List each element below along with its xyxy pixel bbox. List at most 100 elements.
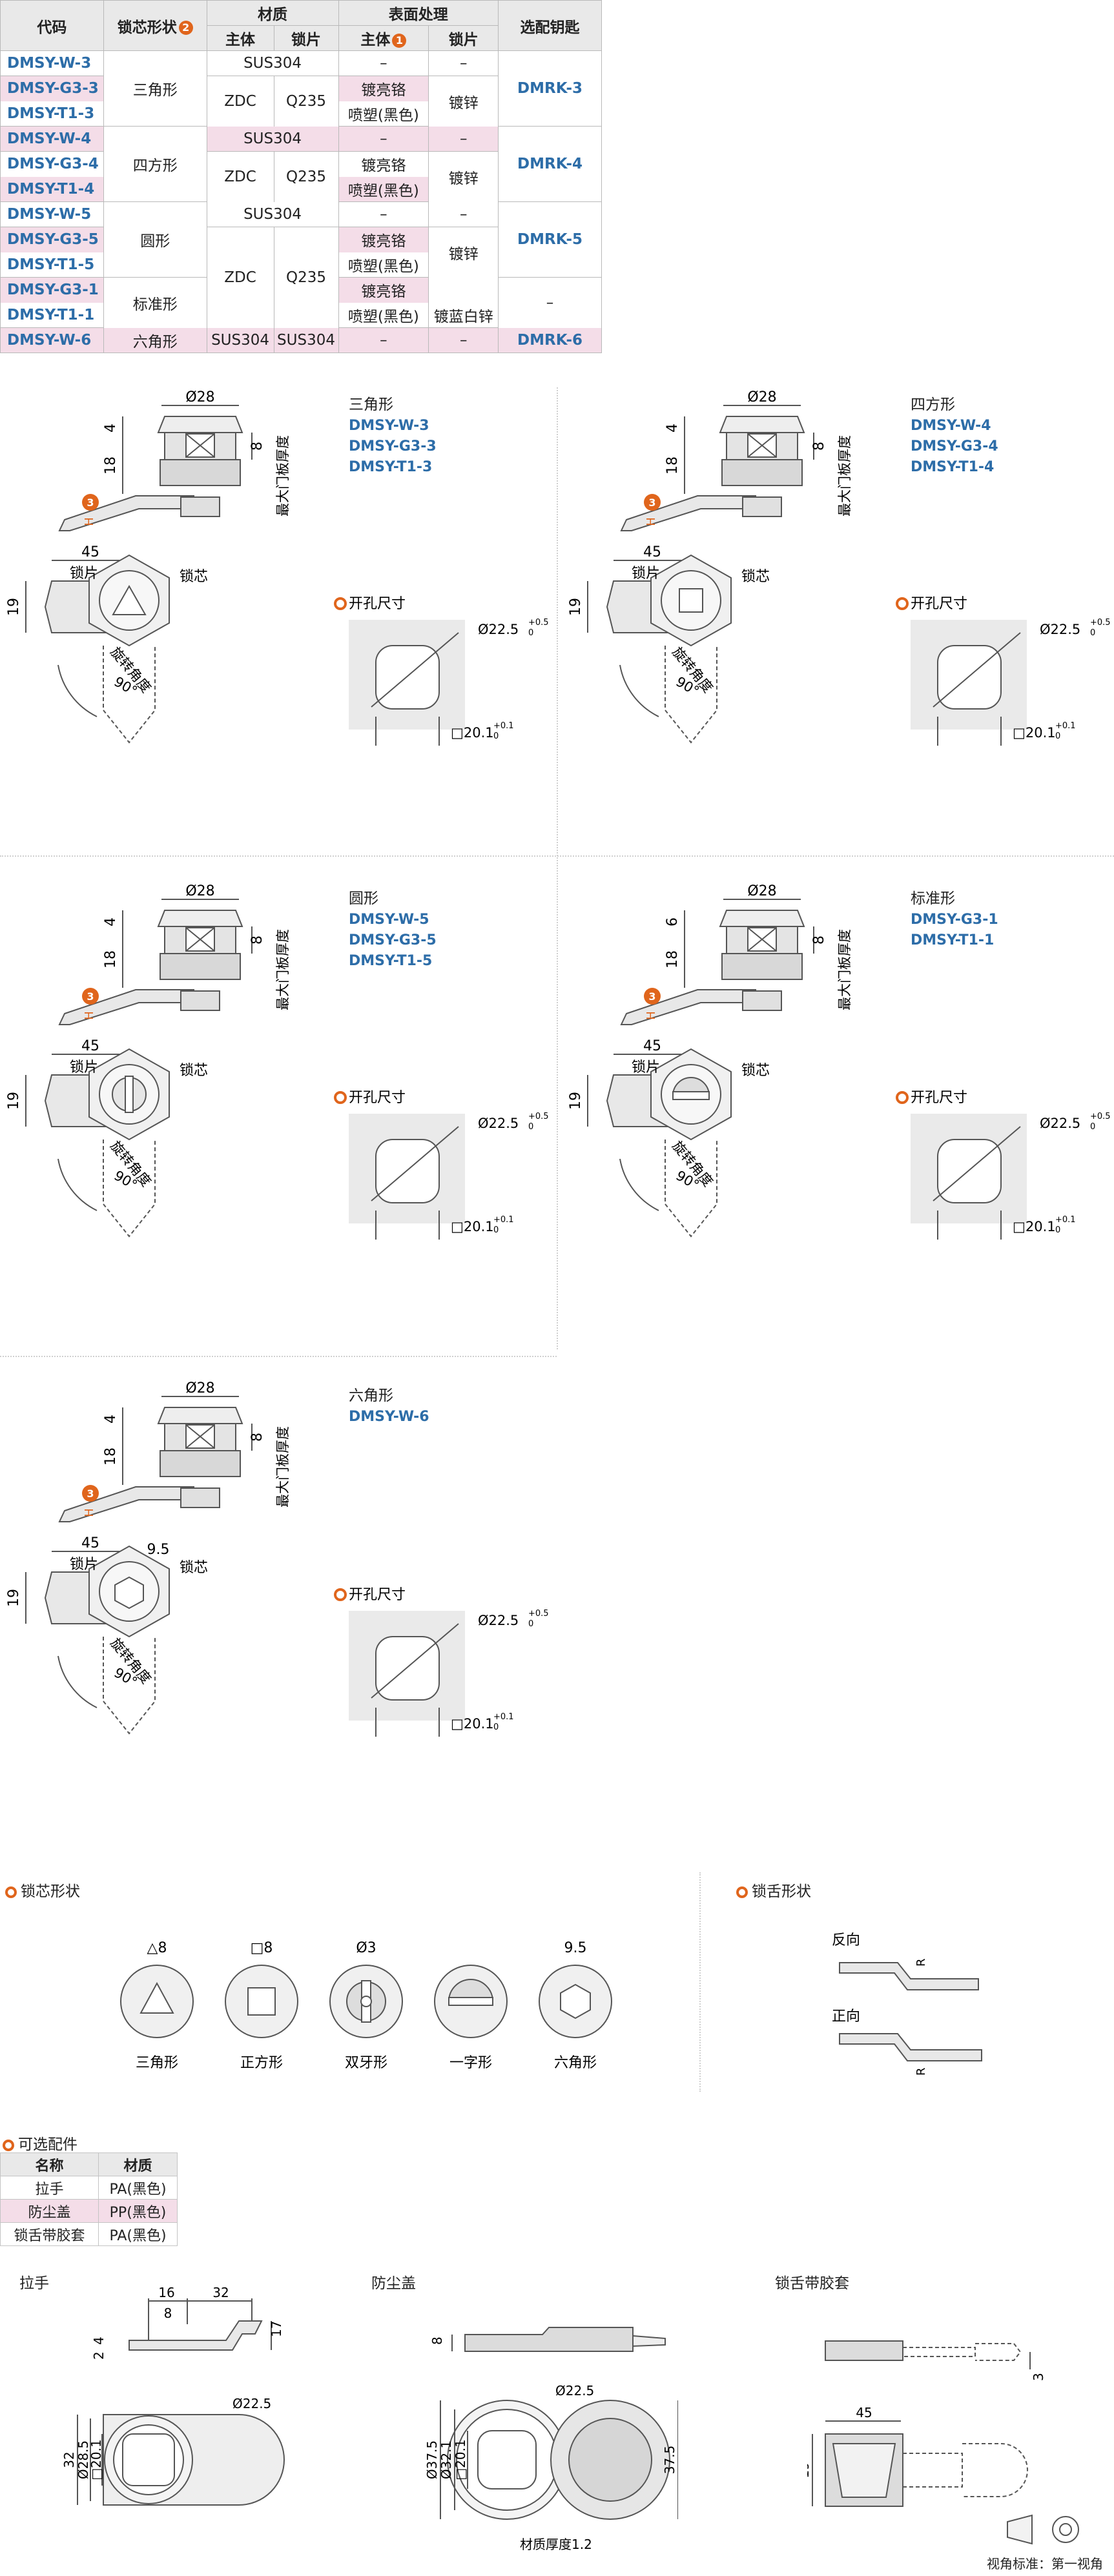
dim-diameter: Ø28	[747, 389, 776, 405]
variant-code: DMSY-G3-3	[349, 438, 437, 455]
svg-text:一字形: 一字形	[449, 2055, 492, 2071]
svg-text:18: 18	[665, 950, 681, 968]
plate-label: 锁片	[70, 566, 98, 582]
svg-text:0: 0	[493, 1722, 499, 1732]
svg-text:8: 8	[249, 442, 265, 451]
svg-text:45: 45	[81, 1038, 99, 1054]
surface-badge-icon: 1	[392, 33, 407, 48]
svg-text:3: 3	[87, 496, 94, 509]
table-row: DMSY-W-4 四方形 SUS304 – – DMRK-4	[0, 126, 602, 202]
svg-text:3: 3	[648, 496, 655, 509]
sleeve-figure: 3 45 19	[807, 2340, 1046, 2507]
svg-text:0: 0	[1090, 1122, 1095, 1132]
core-shape-dim: △8	[147, 1940, 167, 1956]
tongue-shapes-figure: 反向 R 正向 R	[832, 1932, 982, 2076]
svg-text:3: 3	[648, 990, 655, 1003]
tongue-reverse-label: 反向	[832, 1932, 860, 1948]
variant-code: DMSY-G3-4	[911, 438, 998, 455]
svg-text:□20.1: □20.1	[88, 2439, 104, 2480]
table-row: DMSY-G3-4 ZDC Q235 镀亮铬 镀锌	[0, 151, 602, 202]
svg-text:4: 4	[665, 424, 681, 433]
svg-text:45: 45	[81, 544, 99, 560]
variant-title: 三角形	[349, 396, 393, 413]
svg-text:Ø22.5: Ø22.5	[1040, 1116, 1080, 1131]
table-row: DMSY-T1-3 喷塑(黑色)	[0, 101, 602, 127]
svg-text:8: 8	[249, 1433, 265, 1442]
core-shapes-title: 锁芯形状	[5, 1879, 80, 1901]
variant-code: DMSY-T1-4	[911, 459, 995, 475]
svg-text:3: 3	[87, 990, 94, 1003]
section-marker-icon	[334, 597, 347, 610]
th-material-body: 主体	[206, 25, 274, 51]
svg-text:□20.1: □20.1	[451, 725, 494, 741]
svg-text:18: 18	[665, 456, 681, 475]
h-badge-icon	[82, 1485, 99, 1502]
th-surface: 表面处理	[338, 0, 499, 26]
svg-text:R: R	[914, 2067, 928, 2076]
view-standard-label: 视角标准：第一视角	[987, 2556, 1103, 2571]
svg-text:19: 19	[568, 598, 584, 616]
svg-text:32: 32	[61, 2451, 77, 2468]
svg-text:+0.5: +0.5	[528, 1112, 549, 1121]
svg-text:0: 0	[1090, 628, 1095, 638]
variant-code: DMSY-G3-5	[349, 932, 437, 948]
table-row: DMSY-T1-5 喷塑(黑色)	[0, 252, 602, 278]
svg-text:Ø32.1: Ø32.1	[438, 2440, 454, 2479]
core-shape-triangle: △8 三角形	[120, 1940, 194, 2071]
svg-text:+0.5: +0.5	[1090, 618, 1111, 628]
shape-badge-icon: 2	[178, 21, 193, 35]
variant-code: DMSY-W-6	[349, 1409, 429, 1425]
svg-text:8: 8	[164, 2305, 172, 2321]
core-shape-hexagon: 9.5 六角形	[539, 1940, 612, 2071]
svg-text:□20.1: □20.1	[451, 1716, 494, 1732]
dim-diameter: Ø28	[185, 883, 214, 899]
plate-label: 锁片	[632, 1059, 660, 1076]
svg-text:H: H	[645, 1011, 658, 1020]
dim-diameter: Ø28	[747, 883, 776, 899]
svg-text:+0.1: +0.1	[1055, 721, 1076, 731]
cutout-label: 开孔尺寸	[911, 1090, 967, 1106]
svg-text:19: 19	[807, 2462, 812, 2478]
svg-text:正方形: 正方形	[240, 2055, 283, 2071]
svg-text:18: 18	[103, 456, 119, 475]
section-marker-icon	[896, 1091, 909, 1104]
plate-label: 锁片	[70, 1557, 98, 1573]
table-row: DMSY-G3-5 ZDC Q235 镀亮铬 镀锌	[0, 227, 602, 328]
svg-text:Ø28.5: Ø28.5	[76, 2440, 91, 2479]
divider	[699, 1872, 701, 2092]
variant-diagram: Ø28 4 18 8 最大门板厚度 3 H 45 19 锁片 锁芯 旋转角度 9…	[562, 381, 1114, 833]
svg-text:4: 4	[103, 917, 119, 926]
handle-figure: 16 32 8 17 4 2 Ø22.5 32 Ø28.5 □20.1	[61, 2285, 285, 2506]
svg-text:16: 16	[158, 2285, 174, 2300]
lock-drawing: Ø28 4 18 8 最大门板厚度 3 H 45 19 锁片 锁芯 旋转角度 9…	[568, 389, 1111, 746]
th-surface-plate: 锁片	[428, 25, 499, 51]
plate-label: 锁片	[70, 1059, 98, 1076]
cutout-label: 开孔尺寸	[349, 596, 406, 612]
tongue-forward-label: 正向	[832, 2009, 860, 2025]
svg-text:0: 0	[1055, 1225, 1060, 1235]
svg-text:Ø22.5: Ø22.5	[478, 1116, 519, 1131]
table-row: DMSY-W-6 六角形 SUS304 SUS304 – – DMRK-6	[0, 327, 602, 353]
svg-text:45: 45	[643, 1038, 661, 1054]
svg-text:19: 19	[6, 598, 22, 616]
variant-diagram: Ø28 4 18 8 最大门板厚度 3 H 45 19 锁片 锁芯 旋转角度 9…	[0, 875, 555, 1327]
svg-text:2: 2	[91, 2351, 107, 2360]
svg-text:□8: □8	[251, 1940, 273, 1956]
core-label: 锁芯	[741, 1063, 770, 1079]
svg-text:4: 4	[91, 2336, 107, 2345]
svg-text:+0.5: +0.5	[1090, 1112, 1111, 1121]
svg-text:17: 17	[269, 2321, 284, 2337]
variant-title: 六角形	[349, 1387, 393, 1404]
section-marker-icon	[334, 1588, 347, 1601]
variant-diagram: Ø28 4 18 8 最大门板厚度 3 H 45 19 锁片 锁芯 旋转角度 9…	[0, 1372, 555, 1824]
svg-text:Ø22.5: Ø22.5	[555, 2383, 594, 2398]
section-marker-icon	[736, 1886, 748, 1898]
core-shape-slot: 一字形	[434, 1965, 508, 2071]
variant-code: DMSY-W-5	[349, 912, 429, 928]
cover-title: 防尘盖	[371, 2275, 416, 2292]
h-badge-icon	[644, 494, 661, 511]
